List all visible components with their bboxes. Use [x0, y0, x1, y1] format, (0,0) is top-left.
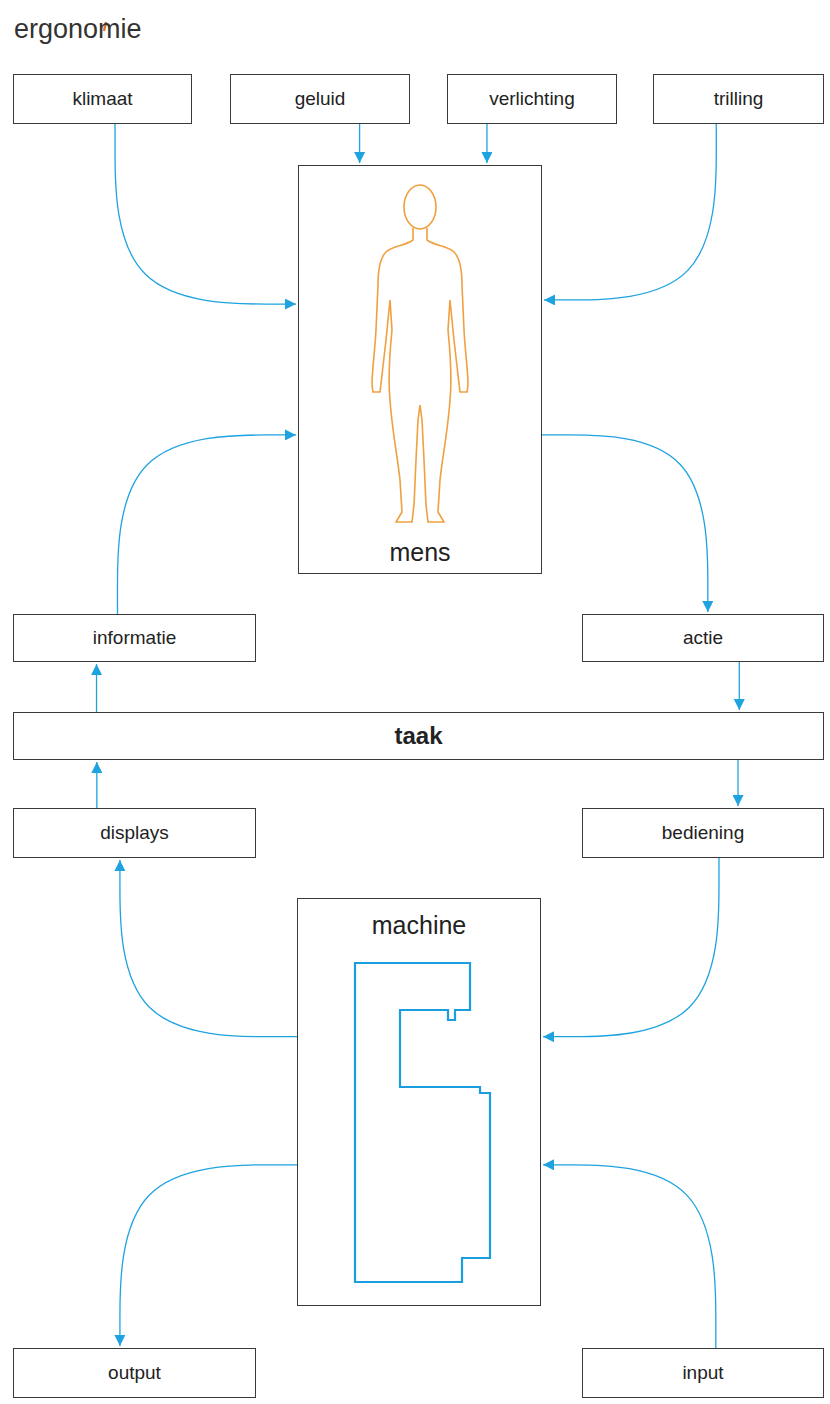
task-band: taak — [13, 712, 824, 760]
node-label: verlichting — [489, 88, 575, 110]
flow-arrow — [542, 435, 708, 612]
node-label: output — [108, 1362, 161, 1384]
human-figure — [372, 185, 468, 522]
machine-box: machine — [297, 898, 541, 1306]
flow-arrow — [359, 124, 360, 163]
node-label: machine — [372, 911, 467, 940]
flow-arrow — [486, 124, 487, 163]
flow-box: bediening — [582, 808, 824, 858]
flow-arrow — [120, 1165, 297, 1346]
flow-arrow — [737, 760, 738, 806]
factor-box: klimaat — [13, 74, 192, 124]
flow-arrow — [115, 124, 296, 304]
node-label: actie — [683, 627, 723, 649]
factor-box: geluid — [230, 74, 410, 124]
node-label: displays — [100, 822, 169, 844]
factor-box: trilling — [653, 74, 824, 124]
node-label: mens — [389, 538, 450, 567]
flow-arrow — [543, 858, 719, 1037]
human-box: mens — [298, 165, 542, 574]
node-label: informatie — [93, 627, 176, 649]
node-label: klimaat — [72, 88, 132, 110]
flow-box: displays — [13, 808, 256, 858]
flow-arrow — [117, 435, 296, 614]
node-label: geluid — [295, 88, 346, 110]
flow-arrow — [96, 664, 97, 712]
node-label: taak — [394, 722, 442, 750]
flow-box: actie — [582, 614, 824, 662]
flow-arrow — [120, 860, 297, 1037]
node-label: bediening — [662, 822, 744, 844]
factor-box: verlichting — [447, 74, 617, 124]
io-box: input — [582, 1348, 824, 1398]
node-label: input — [682, 1362, 723, 1384]
machine-shape — [355, 963, 490, 1282]
flow-box: informatie — [13, 614, 256, 662]
node-label: trilling — [714, 88, 764, 110]
io-box: output — [13, 1348, 256, 1398]
flow-arrow — [96, 762, 97, 808]
diagram-title: ergonomie — [14, 14, 142, 45]
flow-arrow — [543, 1165, 716, 1348]
flow-arrow — [739, 662, 740, 710]
flow-arrow — [544, 124, 716, 300]
